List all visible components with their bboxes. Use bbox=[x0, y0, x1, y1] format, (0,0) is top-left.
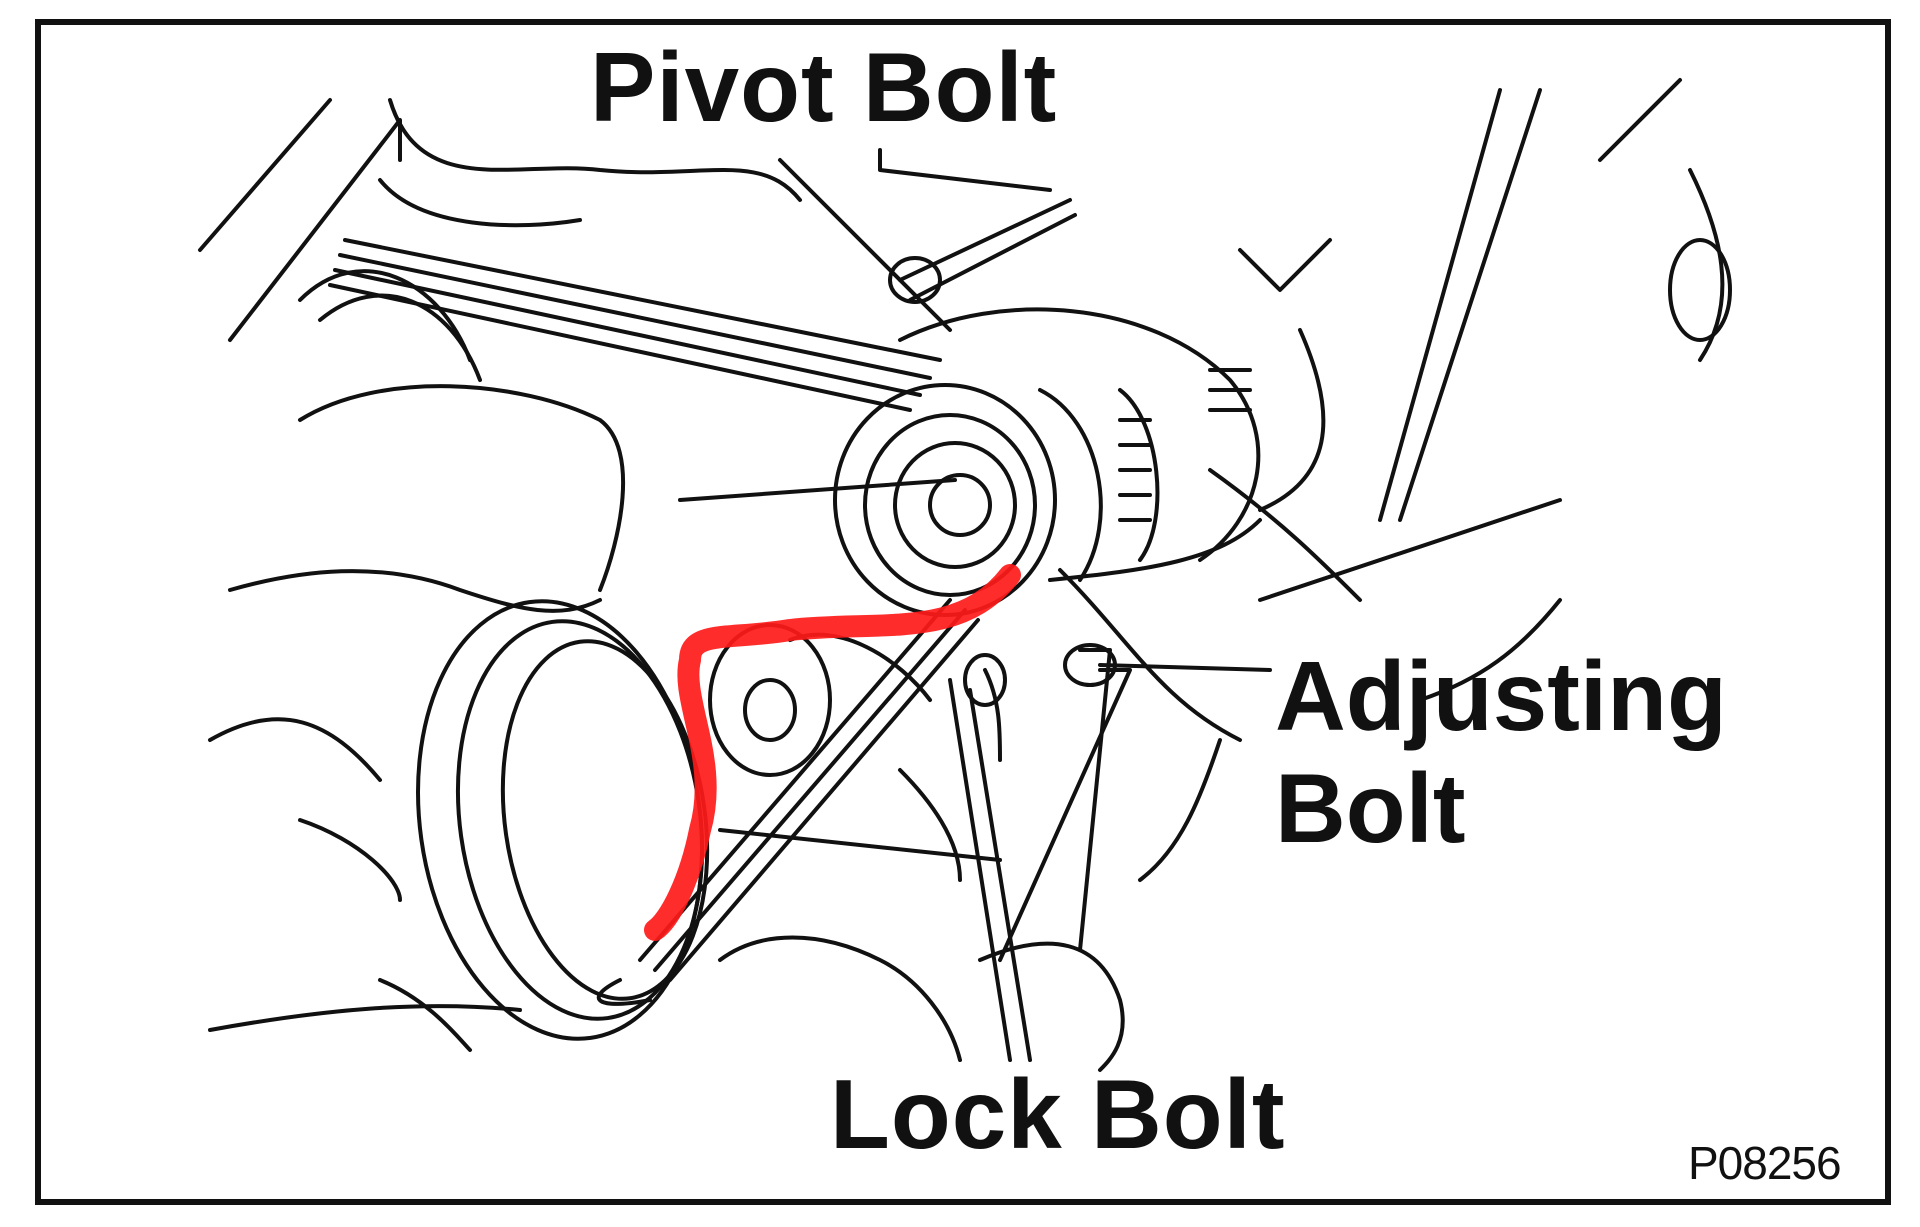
adjusting-bolt-label: Adjusting Bolt bbox=[1275, 640, 1727, 864]
figure-code: P08256 bbox=[1688, 1137, 1842, 1189]
adjusting-bolt-label-line1: Adjusting bbox=[1275, 641, 1727, 751]
engine-line-art bbox=[198, 78, 1732, 1072]
diagram-frame bbox=[35, 19, 1891, 1205]
adjusting-bolt-label-line2: Bolt bbox=[1275, 753, 1466, 863]
belt-highlight-path bbox=[644, 564, 1021, 941]
lock-bolt-label: Lock Bolt bbox=[830, 1059, 1286, 1169]
pivot-bolt-label: Pivot Bolt bbox=[590, 32, 1058, 142]
